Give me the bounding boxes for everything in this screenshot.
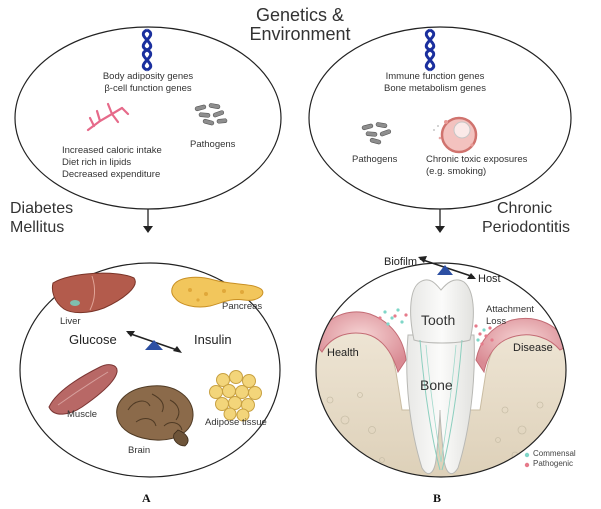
- header-line2: Environment: [249, 24, 351, 44]
- biofilm-label: Biofilm: [384, 256, 418, 268]
- left-genes-line2: β-cell function genes: [104, 83, 192, 94]
- glucose-label: Glucose: [69, 332, 117, 347]
- legend-pathogenic-label: Pathogenic: [533, 459, 574, 468]
- adipose-label: Adipose tissue: [205, 417, 267, 428]
- commensal-dots: [383, 308, 486, 342]
- right-top-ellipse: [308, 26, 572, 210]
- diet-line2: Diet rich in lipids: [62, 157, 132, 168]
- left-down-arrow: [143, 209, 153, 233]
- pancreas-icon: [171, 276, 264, 308]
- right-genes-line2: Bone metabolism genes: [384, 83, 486, 94]
- toxic-line1: Chronic toxic exposures: [426, 154, 528, 165]
- pathogenic-dots: [378, 313, 494, 346]
- legend-pathogenic-dot: [524, 462, 530, 468]
- right-pathogens-label: Pathogens: [352, 154, 398, 165]
- insulin-label: Insulin: [194, 332, 232, 347]
- disease-label: Disease: [513, 342, 553, 354]
- liver-label: Liver: [60, 316, 81, 327]
- host-label: Host: [478, 273, 501, 285]
- balance-icon-left: [126, 331, 182, 353]
- bone-label: Bone: [420, 377, 453, 393]
- health-label: Health: [327, 347, 359, 359]
- pathogen-icon-left: [194, 103, 228, 126]
- left-bottom-ellipse: [19, 262, 281, 478]
- liver-icon: [51, 272, 136, 314]
- balance-icon-right: [418, 256, 476, 279]
- left-genes-line1: Body adiposity genes: [102, 71, 194, 82]
- periodontitis-title-line2: Periodontitis: [482, 219, 571, 236]
- lipid-icon: [86, 102, 130, 132]
- periodontal-illustration: [316, 279, 566, 477]
- legend-commensal-label: Commensal: [533, 449, 576, 458]
- muscle-label: Muscle: [67, 409, 98, 420]
- pancreas-label: Pancreas: [222, 301, 263, 312]
- panel-label-b: B: [433, 491, 442, 505]
- panel-label-a: A: [142, 491, 151, 505]
- brain-label: Brain: [128, 445, 151, 456]
- header-line1: Genetics &: [255, 5, 345, 25]
- dna-icon-left: [141, 28, 153, 72]
- periodontitis-title-line1: Chronic: [497, 200, 553, 217]
- attachment-line1: Attachment: [486, 304, 535, 315]
- brain-icon: [116, 385, 194, 447]
- diabetes-title-line1: Diabetes: [10, 200, 74, 217]
- diet-line3: Decreased expenditure: [62, 169, 161, 180]
- cell-icon: [433, 116, 478, 154]
- dna-icon-right: [424, 28, 436, 72]
- pathogen-icon-right: [361, 122, 392, 145]
- attachment-line2: Loss: [486, 316, 507, 327]
- left-pathogens-label: Pathogens: [190, 139, 236, 150]
- toxic-line2: (e.g. smoking): [426, 166, 487, 177]
- right-genes-line1: Immune function genes: [385, 71, 485, 82]
- left-top-ellipse: [14, 26, 282, 210]
- tooth-label: Tooth: [421, 312, 456, 328]
- diet-line1: Increased caloric intake: [62, 145, 162, 156]
- legend-commensal-dot: [524, 452, 530, 458]
- adipose-icon: [209, 370, 262, 422]
- muscle-icon: [48, 364, 118, 415]
- diabetes-title-line2: Mellitus: [10, 219, 65, 236]
- right-bottom-ellipse: [315, 262, 567, 478]
- right-down-arrow: [435, 209, 445, 233]
